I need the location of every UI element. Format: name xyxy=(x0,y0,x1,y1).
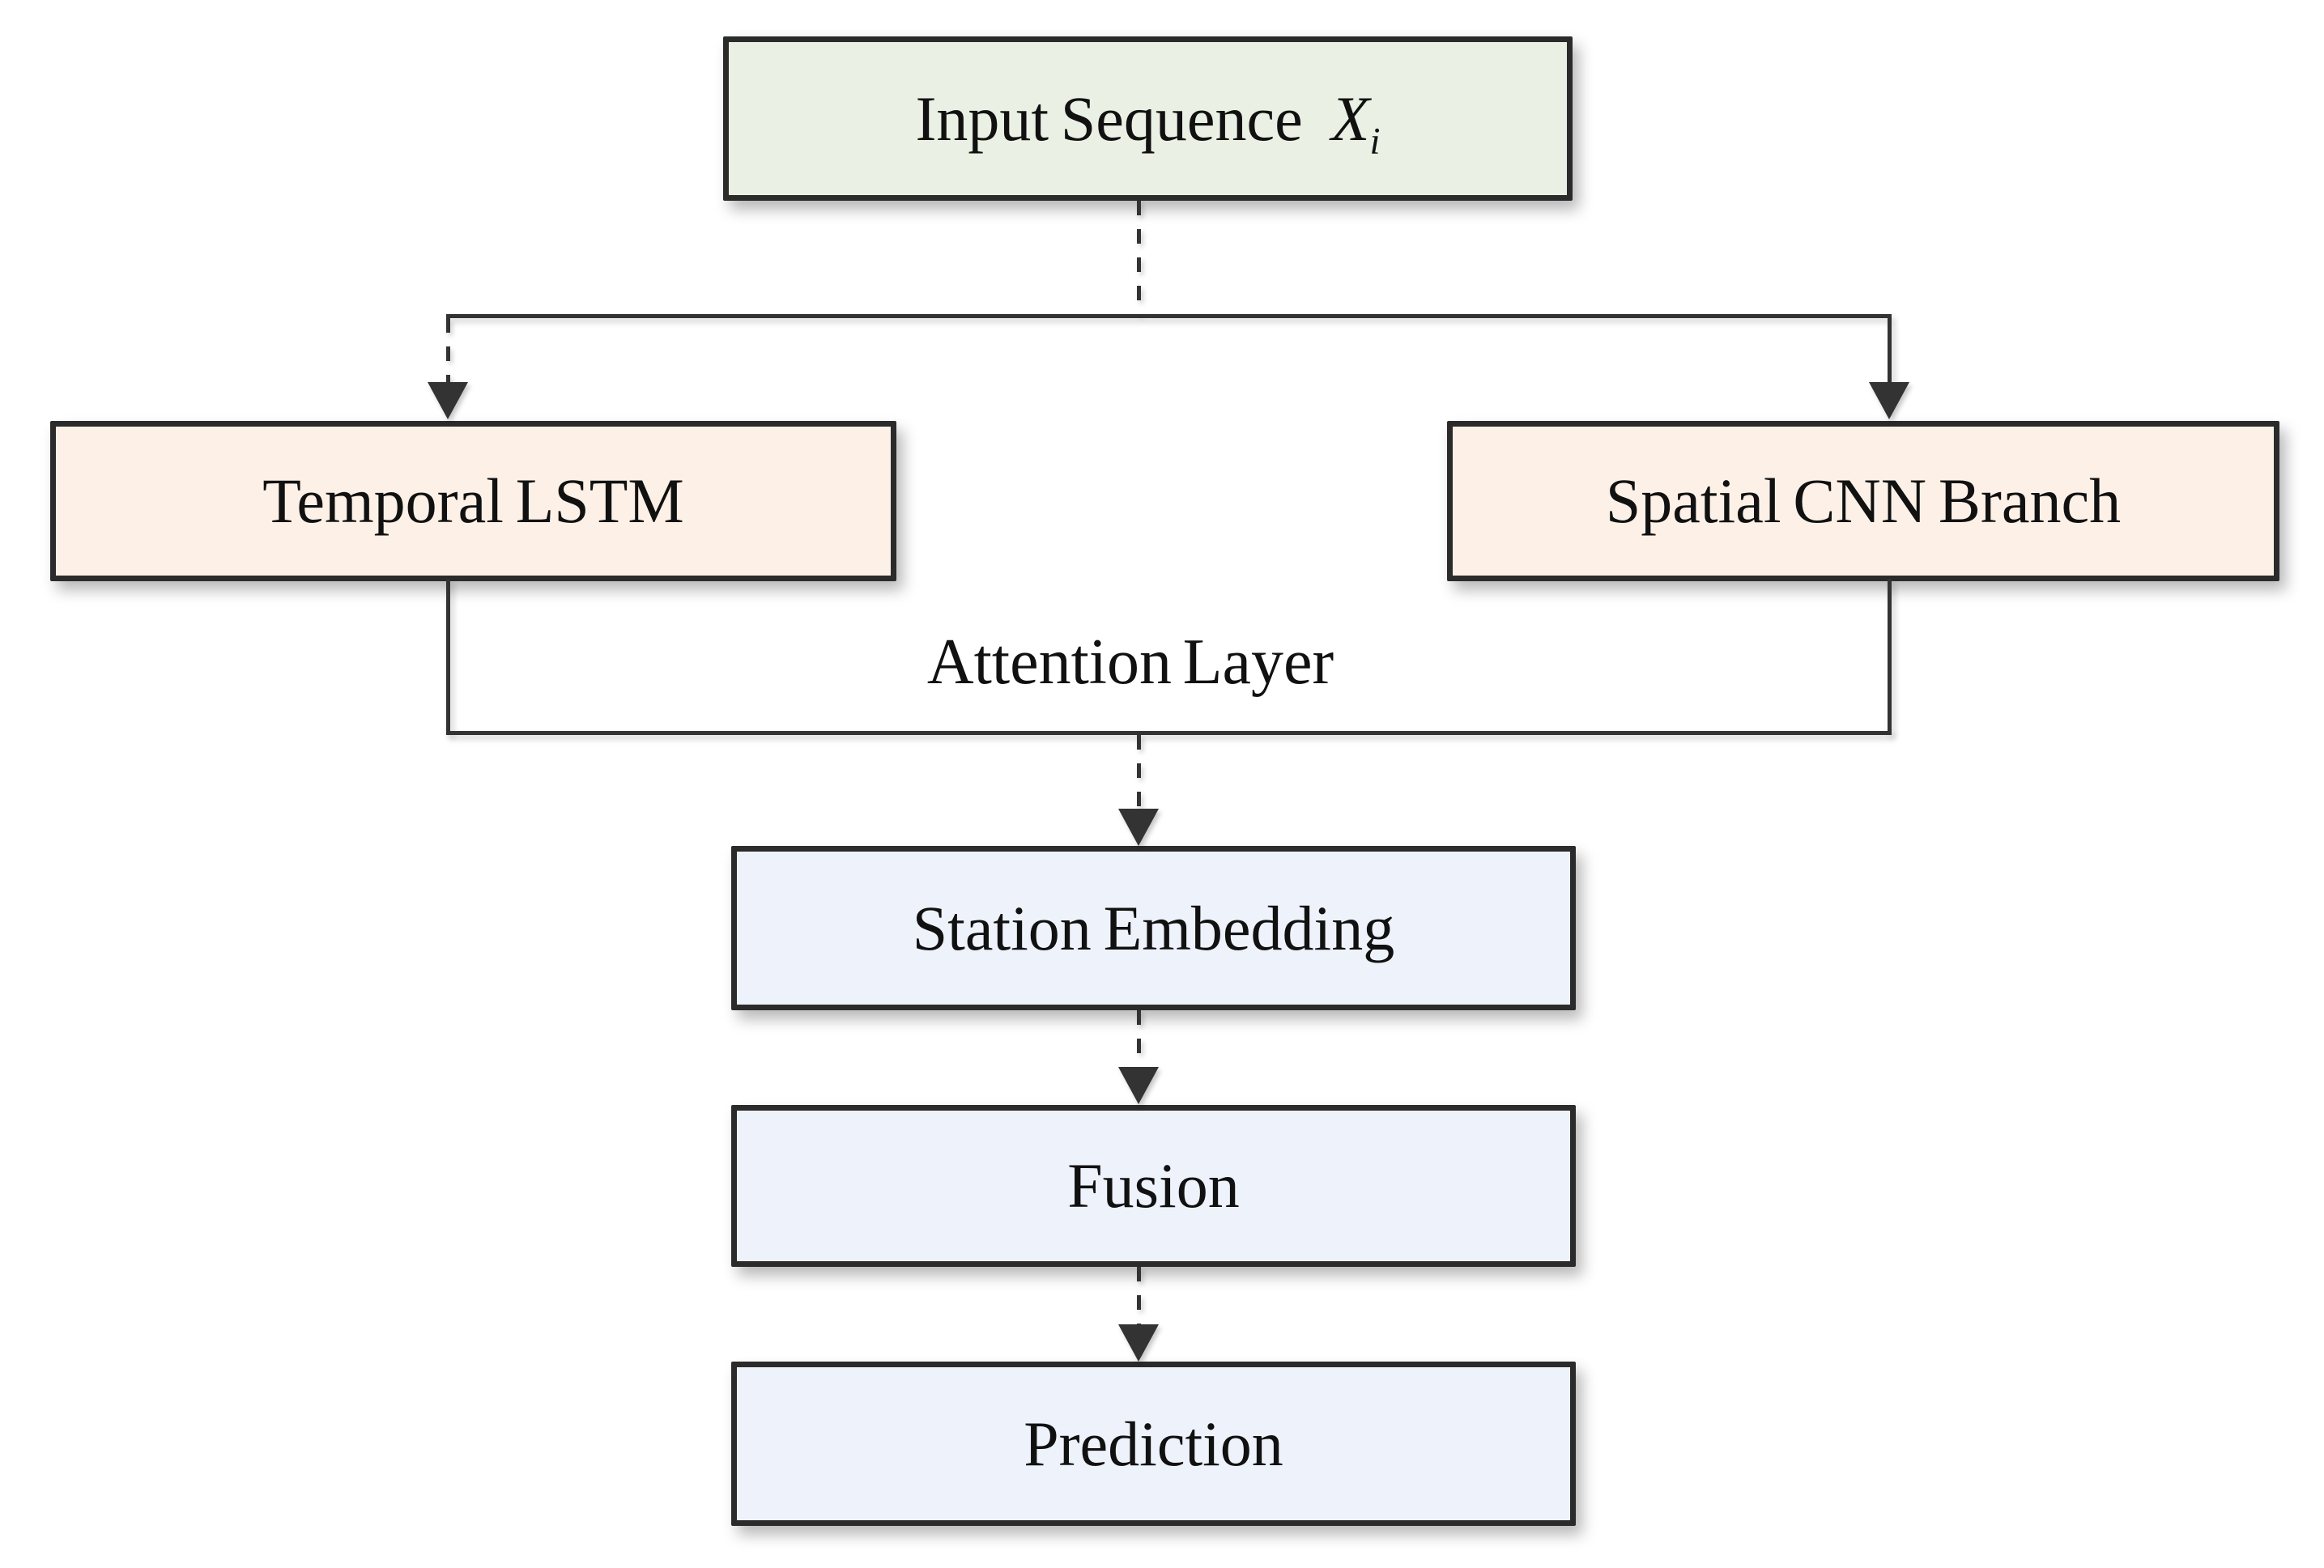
fusion-arrowhead xyxy=(1118,1067,1159,1104)
math-variable: X xyxy=(1330,83,1370,154)
connector-station-to-fusion-dashed xyxy=(1137,1010,1141,1069)
node-spatial-cnn-branch: Spatial CNN Branch xyxy=(1447,421,2279,581)
node-input-sequence: Input Sequence Xi xyxy=(723,36,1573,201)
node-temporal-lstm-label: Temporal LSTM xyxy=(262,465,684,536)
connector-spatial-to-attention xyxy=(1888,579,1892,734)
temporal-lstm-arrowhead xyxy=(428,382,468,419)
node-station-embedding-label: Station Embedding xyxy=(912,892,1395,963)
node-prediction: Prediction xyxy=(731,1362,1576,1526)
attention-layer-label: Attention Layer xyxy=(926,627,1334,698)
connector-attention-to-station-dashed xyxy=(1137,735,1141,810)
prediction-arrowhead xyxy=(1118,1324,1159,1362)
node-fusion-label: Fusion xyxy=(1067,1150,1240,1221)
connector-input-to-branch-dashed xyxy=(1137,201,1141,316)
station-embedding-arrowhead xyxy=(1118,809,1159,846)
node-temporal-lstm: Temporal LSTM xyxy=(50,421,896,581)
connector-branch-to-temporal-dashed xyxy=(446,318,450,383)
node-prediction-label: Prediction xyxy=(1024,1408,1283,1479)
node-station-embedding: Station Embedding xyxy=(731,846,1576,1010)
connector-fusion-to-prediction-dashed xyxy=(1137,1267,1141,1326)
connector-attention-horizontal xyxy=(446,731,1892,735)
connector-branch-horizontal xyxy=(446,314,1892,318)
input-sequence-math-symbol: Xi xyxy=(1330,83,1381,159)
connector-branch-to-spatial xyxy=(1888,318,1892,383)
input-sequence-text: Input Sequence xyxy=(915,83,1303,154)
connector-temporal-to-attention xyxy=(446,579,450,734)
spatial-cnn-arrowhead xyxy=(1869,382,1909,419)
node-spatial-cnn-branch-label: Spatial CNN Branch xyxy=(1605,465,2122,536)
node-fusion: Fusion xyxy=(731,1105,1576,1267)
math-subscript: i xyxy=(1369,120,1381,163)
